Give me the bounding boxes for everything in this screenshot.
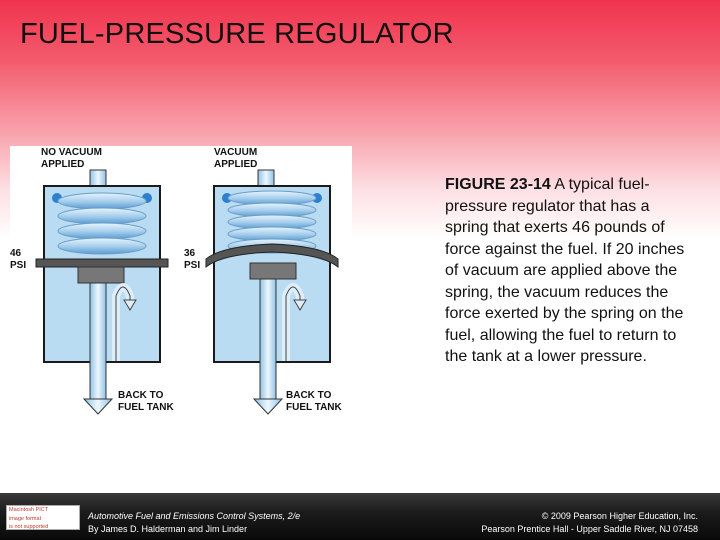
copyright-text: © 2009 Pearson Higher Education, Inc. bbox=[541, 511, 698, 521]
right-pressure-value: 36 bbox=[184, 248, 196, 259]
badge-line-2: image format bbox=[9, 515, 42, 522]
figure-caption: FIGURE 23-14 A typical fuel-pressure reg… bbox=[445, 174, 695, 368]
footer-bar: Macintosh PICT image format is not suppo… bbox=[0, 493, 720, 540]
left-regulator: NO VACUUM APPLIED 46 PSI BACK TO FUEL TA… bbox=[10, 147, 175, 415]
left-pressure-value: 46 bbox=[10, 248, 22, 259]
footer-publisher-info: © 2009 Pearson Higher Education, Inc. Pe… bbox=[481, 510, 698, 536]
regulator-illustration: NO VACUUM APPLIED 46 PSI BACK TO FUEL TA… bbox=[10, 147, 343, 415]
left-top-label-1: NO VACUUM bbox=[41, 147, 102, 158]
caption-text: A typical fuel-pressure regulator that h… bbox=[445, 176, 685, 365]
pict-placeholder-image: Macintosh PICT image format is not suppo… bbox=[6, 505, 80, 530]
badge-line-3: is not supported bbox=[9, 524, 49, 530]
regulator-diagram: NO VACUUM APPLIED 46 PSI BACK TO FUEL TA… bbox=[10, 146, 352, 418]
right-top-label-2: APPLIED bbox=[214, 159, 257, 170]
publisher-text: Pearson Prentice Hall - Upper Saddle Riv… bbox=[481, 524, 698, 534]
right-regulator: VACUUM APPLIED 36 PSI BACK TO FUEL bbox=[184, 147, 343, 415]
badge-line-1: Macintosh PICT bbox=[9, 507, 49, 513]
figure-number: FIGURE 23-14 bbox=[445, 176, 551, 193]
footer-book-info: Automotive Fuel and Emissions Control Sy… bbox=[88, 510, 300, 536]
left-diaphragm bbox=[35, 258, 169, 268]
left-top-label-2: APPLIED bbox=[41, 159, 84, 170]
book-title: Automotive Fuel and Emissions Control Sy… bbox=[88, 511, 301, 521]
right-diaphragm bbox=[205, 243, 339, 269]
left-bottom-label-1: BACK TO bbox=[118, 390, 164, 401]
right-bottom-label-1: BACK TO bbox=[286, 390, 332, 401]
right-pressure-unit: PSI bbox=[184, 260, 200, 271]
right-bottom-label-2: FUEL TANK bbox=[286, 402, 343, 413]
left-spring bbox=[57, 192, 147, 255]
left-pressure-unit: PSI bbox=[10, 260, 26, 271]
left-bottom-label-2: FUEL TANK bbox=[118, 402, 175, 413]
page-title: FUEL-PRESSURE REGULATOR bbox=[20, 18, 454, 50]
book-authors: By James D. Halderman and Jim Linder bbox=[88, 524, 248, 534]
right-top-label-1: VACUUM bbox=[214, 147, 257, 158]
